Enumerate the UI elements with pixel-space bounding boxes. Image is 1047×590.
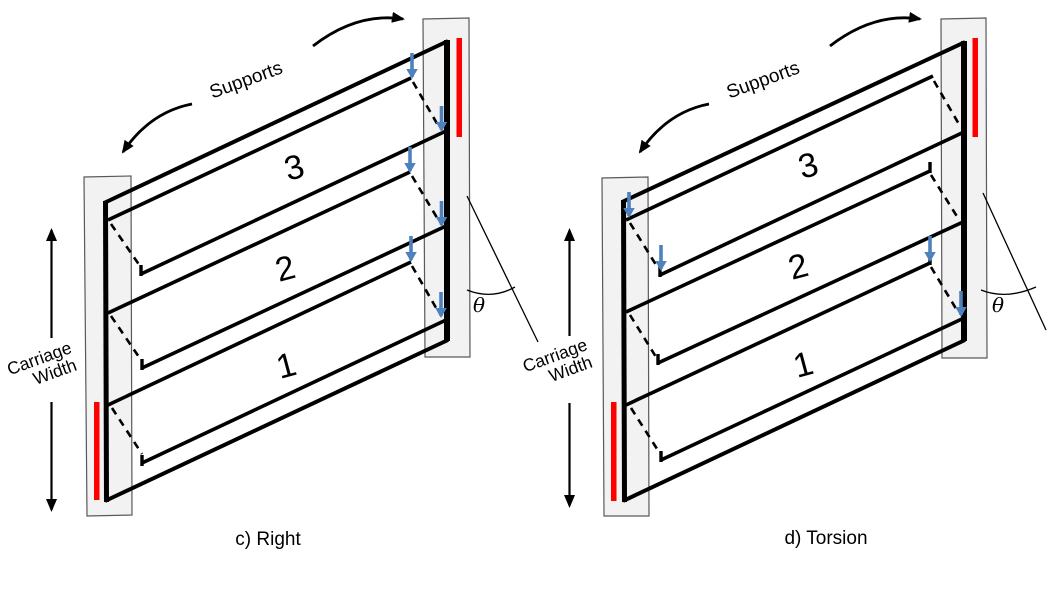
panel-top-edge [621, 40, 966, 204]
supports-label: Supports [207, 58, 286, 104]
theta-angle-arc [980, 286, 1037, 295]
theta-label: θ [992, 293, 1004, 317]
strip-number-3: 3 [280, 147, 308, 189]
fold-dashed-line [628, 314, 658, 358]
red-highlight-bar [972, 38, 978, 137]
theta-reference-line [466, 195, 539, 343]
supports-rotation-arrow-icon [829, 11, 922, 48]
carriage-width-label: Carriage Width [520, 334, 595, 385]
strip-edge-line [657, 220, 964, 365]
panel-left-edge [103, 200, 109, 503]
fold-dashed-line [628, 222, 660, 269]
fold-dashed-line [410, 265, 441, 314]
supports-rotation-arrow-icon [312, 11, 405, 48]
theta-reference-line [982, 192, 1047, 331]
fold-dashed-line [932, 80, 962, 127]
figure-caption: c) Right [235, 529, 301, 550]
figure-c-right: θ Supports 3 2 1 Carriage Width c) Right [4, 11, 539, 550]
fold-dashed-line [929, 266, 960, 313]
strip-edge-line [625, 169, 931, 314]
fold-dashed-line [410, 175, 441, 222]
strip-number-2: 2 [271, 248, 299, 290]
strip-edge-line [107, 170, 411, 315]
strip-edge-line [659, 130, 965, 277]
strip-edge-line [141, 318, 447, 465]
strip-edge-line [625, 261, 931, 407]
panel-bottom-edge [104, 338, 449, 503]
red-highlight-bar [94, 402, 100, 500]
fold-dashed-line [110, 407, 144, 455]
strip-number-3: 3 [794, 145, 822, 187]
panel-top-edge [103, 39, 449, 205]
panel-left-edge [621, 199, 627, 503]
figure-d-torsion: θ Supports 3 2 1 Carriage Width d) Torsi… [520, 11, 1047, 549]
strip-edge-line [107, 76, 412, 222]
supports-rotation-arrow-icon [638, 102, 710, 154]
fold-dashed-line [629, 407, 661, 453]
panel-bottom-edge [622, 338, 966, 503]
fold-dashed-line [929, 174, 960, 219]
red-highlight-bar [456, 38, 462, 137]
strip-number-2: 2 [784, 246, 812, 288]
fold-dashed-line [109, 223, 142, 267]
carriage-width-label: Carriage Width [4, 337, 79, 388]
supports-label: Supports [724, 58, 803, 104]
strip-number-1: 1 [789, 344, 817, 386]
fold-dashed-line [109, 315, 143, 361]
theta-label: θ [473, 293, 485, 317]
strip-edge-line [625, 74, 934, 222]
figure-caption: d) Torsion [784, 528, 867, 549]
supports-rotation-arrow-icon [121, 102, 193, 154]
strip-edge-line [141, 224, 447, 370]
strip-edge-line [140, 129, 447, 276]
strip-edge-line [107, 260, 412, 407]
strip-edge-line [660, 316, 965, 462]
strip-number-1: 1 [272, 345, 300, 387]
fold-dashed-line [411, 81, 441, 128]
red-highlight-bar [611, 402, 617, 501]
theta-angle-arc [466, 286, 516, 295]
